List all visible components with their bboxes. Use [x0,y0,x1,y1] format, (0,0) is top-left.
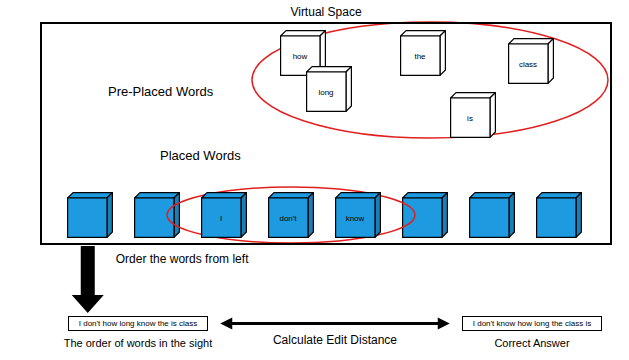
cube-face [509,39,554,44]
word-cube: I [201,192,247,238]
cube-face [336,193,381,198]
box-caption: The order of words in the sight [64,337,213,349]
red-ellipse [167,187,415,243]
empty-cube [537,193,582,238]
cube-face [336,198,375,237]
cube-word: is [450,98,490,138]
box-heading: Virtual Space [42,5,610,19]
cube-shade [308,193,313,238]
cube-face [403,198,442,237]
cube-face [307,67,352,72]
cube-word: I [201,198,241,238]
section-label: Placed Words [160,148,241,163]
word-cube: don't [268,192,314,238]
cube-outline [450,92,496,138]
empty-cube [68,193,113,238]
word-cube: is [450,92,496,138]
empty-cube [403,193,448,238]
cube-face [401,31,446,36]
cube-face [537,193,582,198]
cube-shade [107,193,112,238]
cube-face [548,39,553,84]
cube-face [509,193,514,238]
cube-face [68,198,107,237]
cube-face [68,193,113,198]
arrow-head [438,318,450,330]
edge-label: Calculate Edit Distance [271,333,399,347]
cube-face [490,93,495,138]
empty-cube [135,193,180,238]
cube-face [451,93,496,98]
arrow-head [220,318,232,330]
cube-word: long [306,72,346,112]
red-ellipse [252,22,608,138]
cube-outline [201,192,247,238]
cube-word: the [400,36,440,76]
cube-shade [241,193,246,238]
sentence-text: I don't how long know the is class [68,316,208,331]
cube-word: know [335,198,375,238]
cube-word: don't [268,198,308,238]
cube-face [307,72,346,111]
empty-cube [470,193,515,238]
cube-face [537,198,576,237]
cube-face [375,193,380,238]
cube-face [442,193,447,238]
cube-face [346,67,351,112]
connector-arrow [72,246,104,313]
cube-face [281,31,326,36]
word-cube: the [400,30,446,76]
sentence-box: I don't know how long the class is Correc… [462,316,602,349]
cube-face [451,98,490,137]
cube-word: class [508,44,548,84]
cube-face [135,193,180,198]
block-arrow [72,246,104,313]
cube-face [576,193,581,238]
cube-shade [442,193,447,238]
box-caption: Correct Answer [494,337,569,349]
cube-face [202,198,241,237]
word-cube: how [280,30,326,76]
cube-face [401,36,440,75]
section-label: Pre-Placed Words [108,84,213,99]
cube-shade [576,193,581,238]
empty-cubes [68,193,582,238]
virtual-space-box: Virtual SpacehowlongtheclassisIdon'tknow [40,22,612,245]
cube-face [308,193,313,238]
word-cube: long [306,66,352,112]
connector-arrow [220,318,450,330]
cube-shade [509,193,514,238]
word-cube: know [335,192,381,238]
cube-face [269,198,308,237]
cube-face [440,31,445,76]
word-cube: class [508,38,554,84]
cube-shade [174,193,179,238]
cube-shade [375,193,380,238]
cube-face [470,198,509,237]
cube-face [403,193,448,198]
sentence-box: I don't how long know the is classThe or… [64,316,213,349]
sentence-text: I don't know how long the class is [462,316,602,331]
cube-face [202,193,247,198]
cube-face [241,193,246,238]
cube-face [174,193,179,238]
cube-face [269,193,314,198]
arrow-shaft [230,322,440,325]
cube-face [470,193,515,198]
edge-label: Order the words from left [114,252,251,266]
cube-word: how [280,36,320,76]
cube-face [107,193,112,238]
cube-face [509,44,548,83]
